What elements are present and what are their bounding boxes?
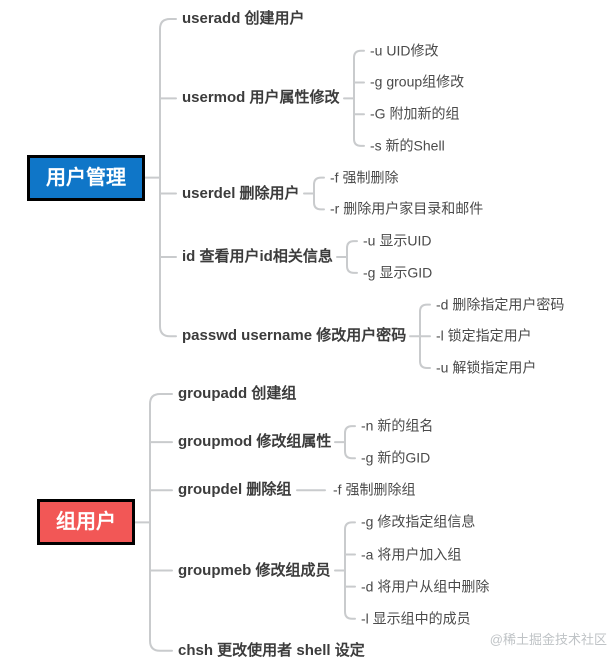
option-node: -g 新的GID	[361, 449, 431, 466]
option-node: -n 新的组名	[361, 417, 434, 434]
option-node: -u 解锁指定用户	[436, 359, 537, 376]
option-node: -l 锁定指定用户	[436, 327, 532, 344]
branch-node: id 查看用户id相关信息	[182, 247, 333, 265]
option-node: -g group组修改	[370, 74, 465, 91]
option-node: -u UID修改	[370, 42, 439, 59]
option-node: -l 显示组中的成员	[361, 610, 471, 627]
option-node: -s 新的Shell	[370, 137, 445, 154]
option-node: -a 将用户加入组	[361, 546, 462, 563]
option-node: -g 显示GID	[363, 264, 433, 281]
option-node: -r 删除用户家目录和邮件	[330, 200, 484, 217]
root-node: 用户管理	[27, 154, 145, 201]
root-node: 组用户	[37, 499, 135, 546]
watermark: @稀土掘金技术社区	[489, 632, 607, 647]
branch-node: groupadd 创建组	[178, 385, 297, 402]
branch-node: groupmod 修改组属性	[178, 433, 332, 451]
option-node: -f 强制删除组	[333, 481, 416, 498]
option-node: -g 修改指定组信息	[361, 513, 476, 530]
branch-node: groupdel 删除组	[178, 481, 292, 499]
branch-node: userdel 删除用户	[182, 184, 300, 202]
option-node: -d 将用户从组中删除	[361, 578, 490, 595]
branch-node: groupmeb 修改组成员	[178, 561, 331, 579]
branch-node: passwd username 修改用户密码	[182, 327, 407, 345]
option-node: -d 删除指定用户密码	[436, 296, 565, 313]
branch-node: chsh 更改使用者 shell 设定	[178, 641, 365, 659]
option-node: -u 显示UID	[363, 232, 432, 249]
option-node: -f 强制删除	[330, 169, 399, 186]
branch-node: useradd 创建用户	[182, 10, 305, 27]
option-node: -G 附加新的组	[370, 105, 460, 122]
branch-node: usermod 用户属性修改	[182, 89, 340, 107]
